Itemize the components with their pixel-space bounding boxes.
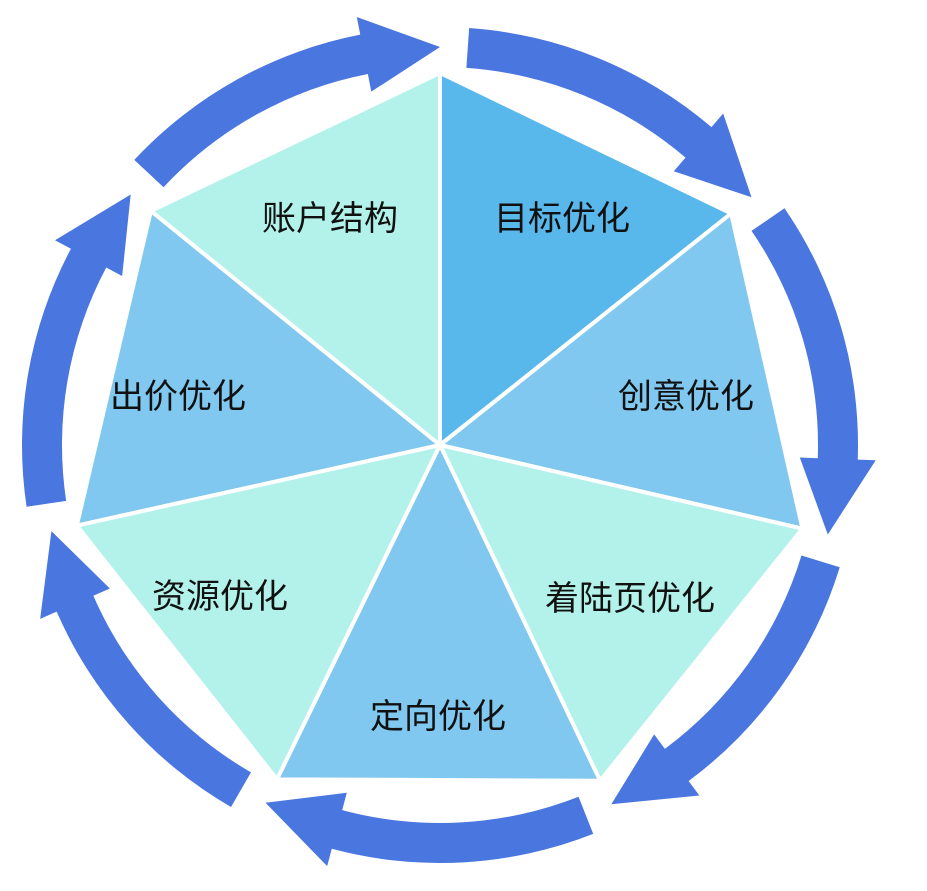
label-targeting-optimization: 定向优化 — [370, 697, 506, 737]
segment-bid-optimization — [148, 71, 442, 447]
segment-labels: 账户结构 目标优化 创意优化 着陆页优化 定向优化 资源优化 出价优化 — [110, 199, 754, 737]
label-account-structure: 账户结构 — [262, 199, 398, 239]
label-landing-page-optimization: 着陆页优化 — [545, 579, 715, 619]
label-creative-optimization: 创意优化 — [618, 377, 754, 417]
ring-arrow-6 — [21, 194, 131, 507]
label-bid-optimization: 出价优化 — [110, 377, 246, 417]
ring-arrows — [21, 17, 876, 867]
ring-arrow-1 — [466, 28, 752, 198]
label-target-optimization: 目标优化 — [494, 199, 630, 239]
ring-arrow-7 — [134, 17, 441, 188]
ring-arrow-2 — [751, 208, 876, 535]
pie-segments — [74, 71, 805, 783]
ring-arrow-4 — [265, 792, 594, 867]
ring-arrow-3 — [611, 555, 840, 805]
label-resource-optimization: 资源优化 — [152, 577, 288, 617]
ring-arrow-5 — [40, 531, 251, 807]
